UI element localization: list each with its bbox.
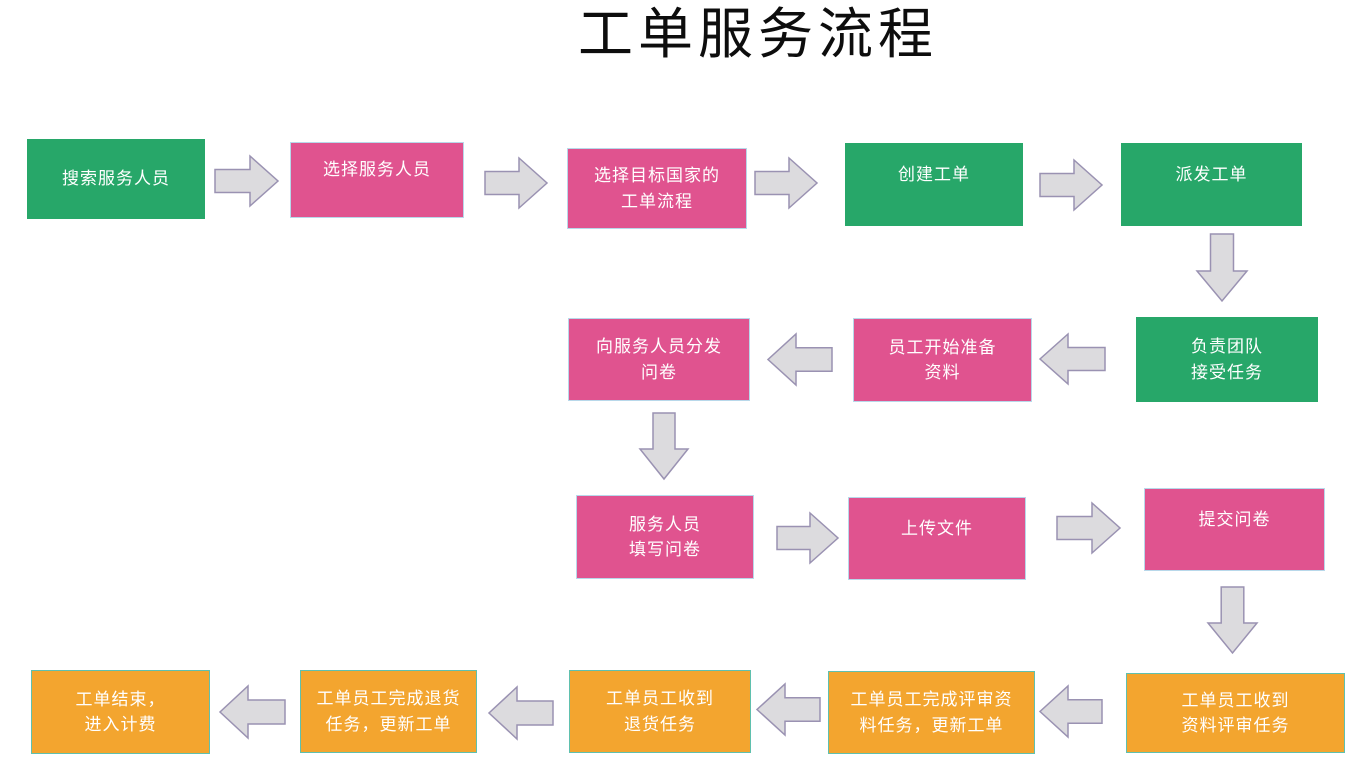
- flow-step-submit-questionnaire: 提交问卷: [1144, 488, 1325, 571]
- flow-step-upload-file: 上传文件: [848, 497, 1026, 580]
- flow-step-label: 工单员工收到 退货任务: [606, 689, 714, 734]
- arrow-left-connector: [487, 685, 554, 741]
- flow-step-label: 提交问卷: [1198, 509, 1271, 529]
- flow-step-staff-prepare-material: 员工开始准备 资料: [853, 318, 1032, 402]
- flow-step-select-country-flow: 选择目标国家的 工单流程: [567, 148, 747, 229]
- flow-step-fill-questionnaire: 服务人员 填写问卷: [576, 495, 754, 579]
- flow-step-label: 工单员工收到 资料评审任务: [1181, 690, 1290, 736]
- flow-step-label: 上传文件: [901, 518, 973, 538]
- arrow-right-connector: [754, 156, 819, 210]
- flow-step-complete-return-task: 工单员工完成退货 任务，更新工单: [300, 670, 477, 753]
- flow-step-select-staff: 选择服务人员: [290, 142, 464, 218]
- arrow-left-connector: [218, 684, 286, 740]
- arrow-down-connector: [1195, 233, 1249, 303]
- flow-step-create-order: 创建工单: [845, 143, 1023, 226]
- flow-step-label: 员工开始准备 资料: [888, 337, 997, 383]
- flow-step-team-accept-task: 负责团队 接受任务: [1136, 317, 1318, 402]
- flow-step-dispatch-order: 派发工单: [1121, 143, 1302, 226]
- flow-step-distribute-questionnaire: 向服务人员分发 问卷: [568, 318, 750, 401]
- arrow-left-connector: [755, 682, 821, 737]
- flow-step-label: 向服务人员分发 问卷: [596, 337, 722, 382]
- flow-step-label: 服务人员 填写问卷: [629, 514, 701, 560]
- flow-step-receive-return-task: 工单员工收到 退货任务: [569, 670, 751, 753]
- flow-step-label: 负责团队 接受任务: [1191, 337, 1263, 382]
- arrow-down-connector: [1206, 586, 1259, 655]
- flow-step-label: 工单员工完成评审资 料任务，更新工单: [850, 690, 1013, 735]
- arrow-left-connector: [766, 332, 833, 387]
- flow-step-label: 工单结束， 进入计费: [75, 689, 166, 735]
- flow-step-label: 选择目标国家的 工单流程: [594, 166, 720, 211]
- flow-step-label: 派发工单: [1175, 164, 1248, 184]
- arrow-right-connector: [776, 511, 840, 565]
- arrow-down-connector: [638, 412, 690, 481]
- page-title: 工单服务流程: [577, 3, 938, 65]
- arrow-right-connector: [1056, 501, 1122, 555]
- flow-step-label: 创建工单: [898, 164, 970, 184]
- arrow-right-connector: [214, 154, 280, 208]
- flow-step-receive-review-task: 工单员工收到 资料评审任务: [1126, 673, 1345, 753]
- arrow-left-connector: [1038, 332, 1106, 386]
- flow-step-order-end-billing: 工单结束， 进入计费: [31, 670, 210, 754]
- flow-step-label: 选择服务人员: [323, 160, 431, 180]
- arrow-right-connector: [484, 156, 549, 210]
- flow-step-complete-review-task: 工单员工完成评审资 料任务，更新工单: [828, 671, 1035, 754]
- flow-step-search-staff: 搜索服务人员: [27, 139, 205, 219]
- flow-step-label: 搜索服务人员: [62, 169, 170, 189]
- flow-step-label: 工单员工完成退货 任务，更新工单: [316, 689, 461, 734]
- arrow-right-connector: [1039, 158, 1104, 212]
- arrow-left-connector: [1038, 684, 1103, 739]
